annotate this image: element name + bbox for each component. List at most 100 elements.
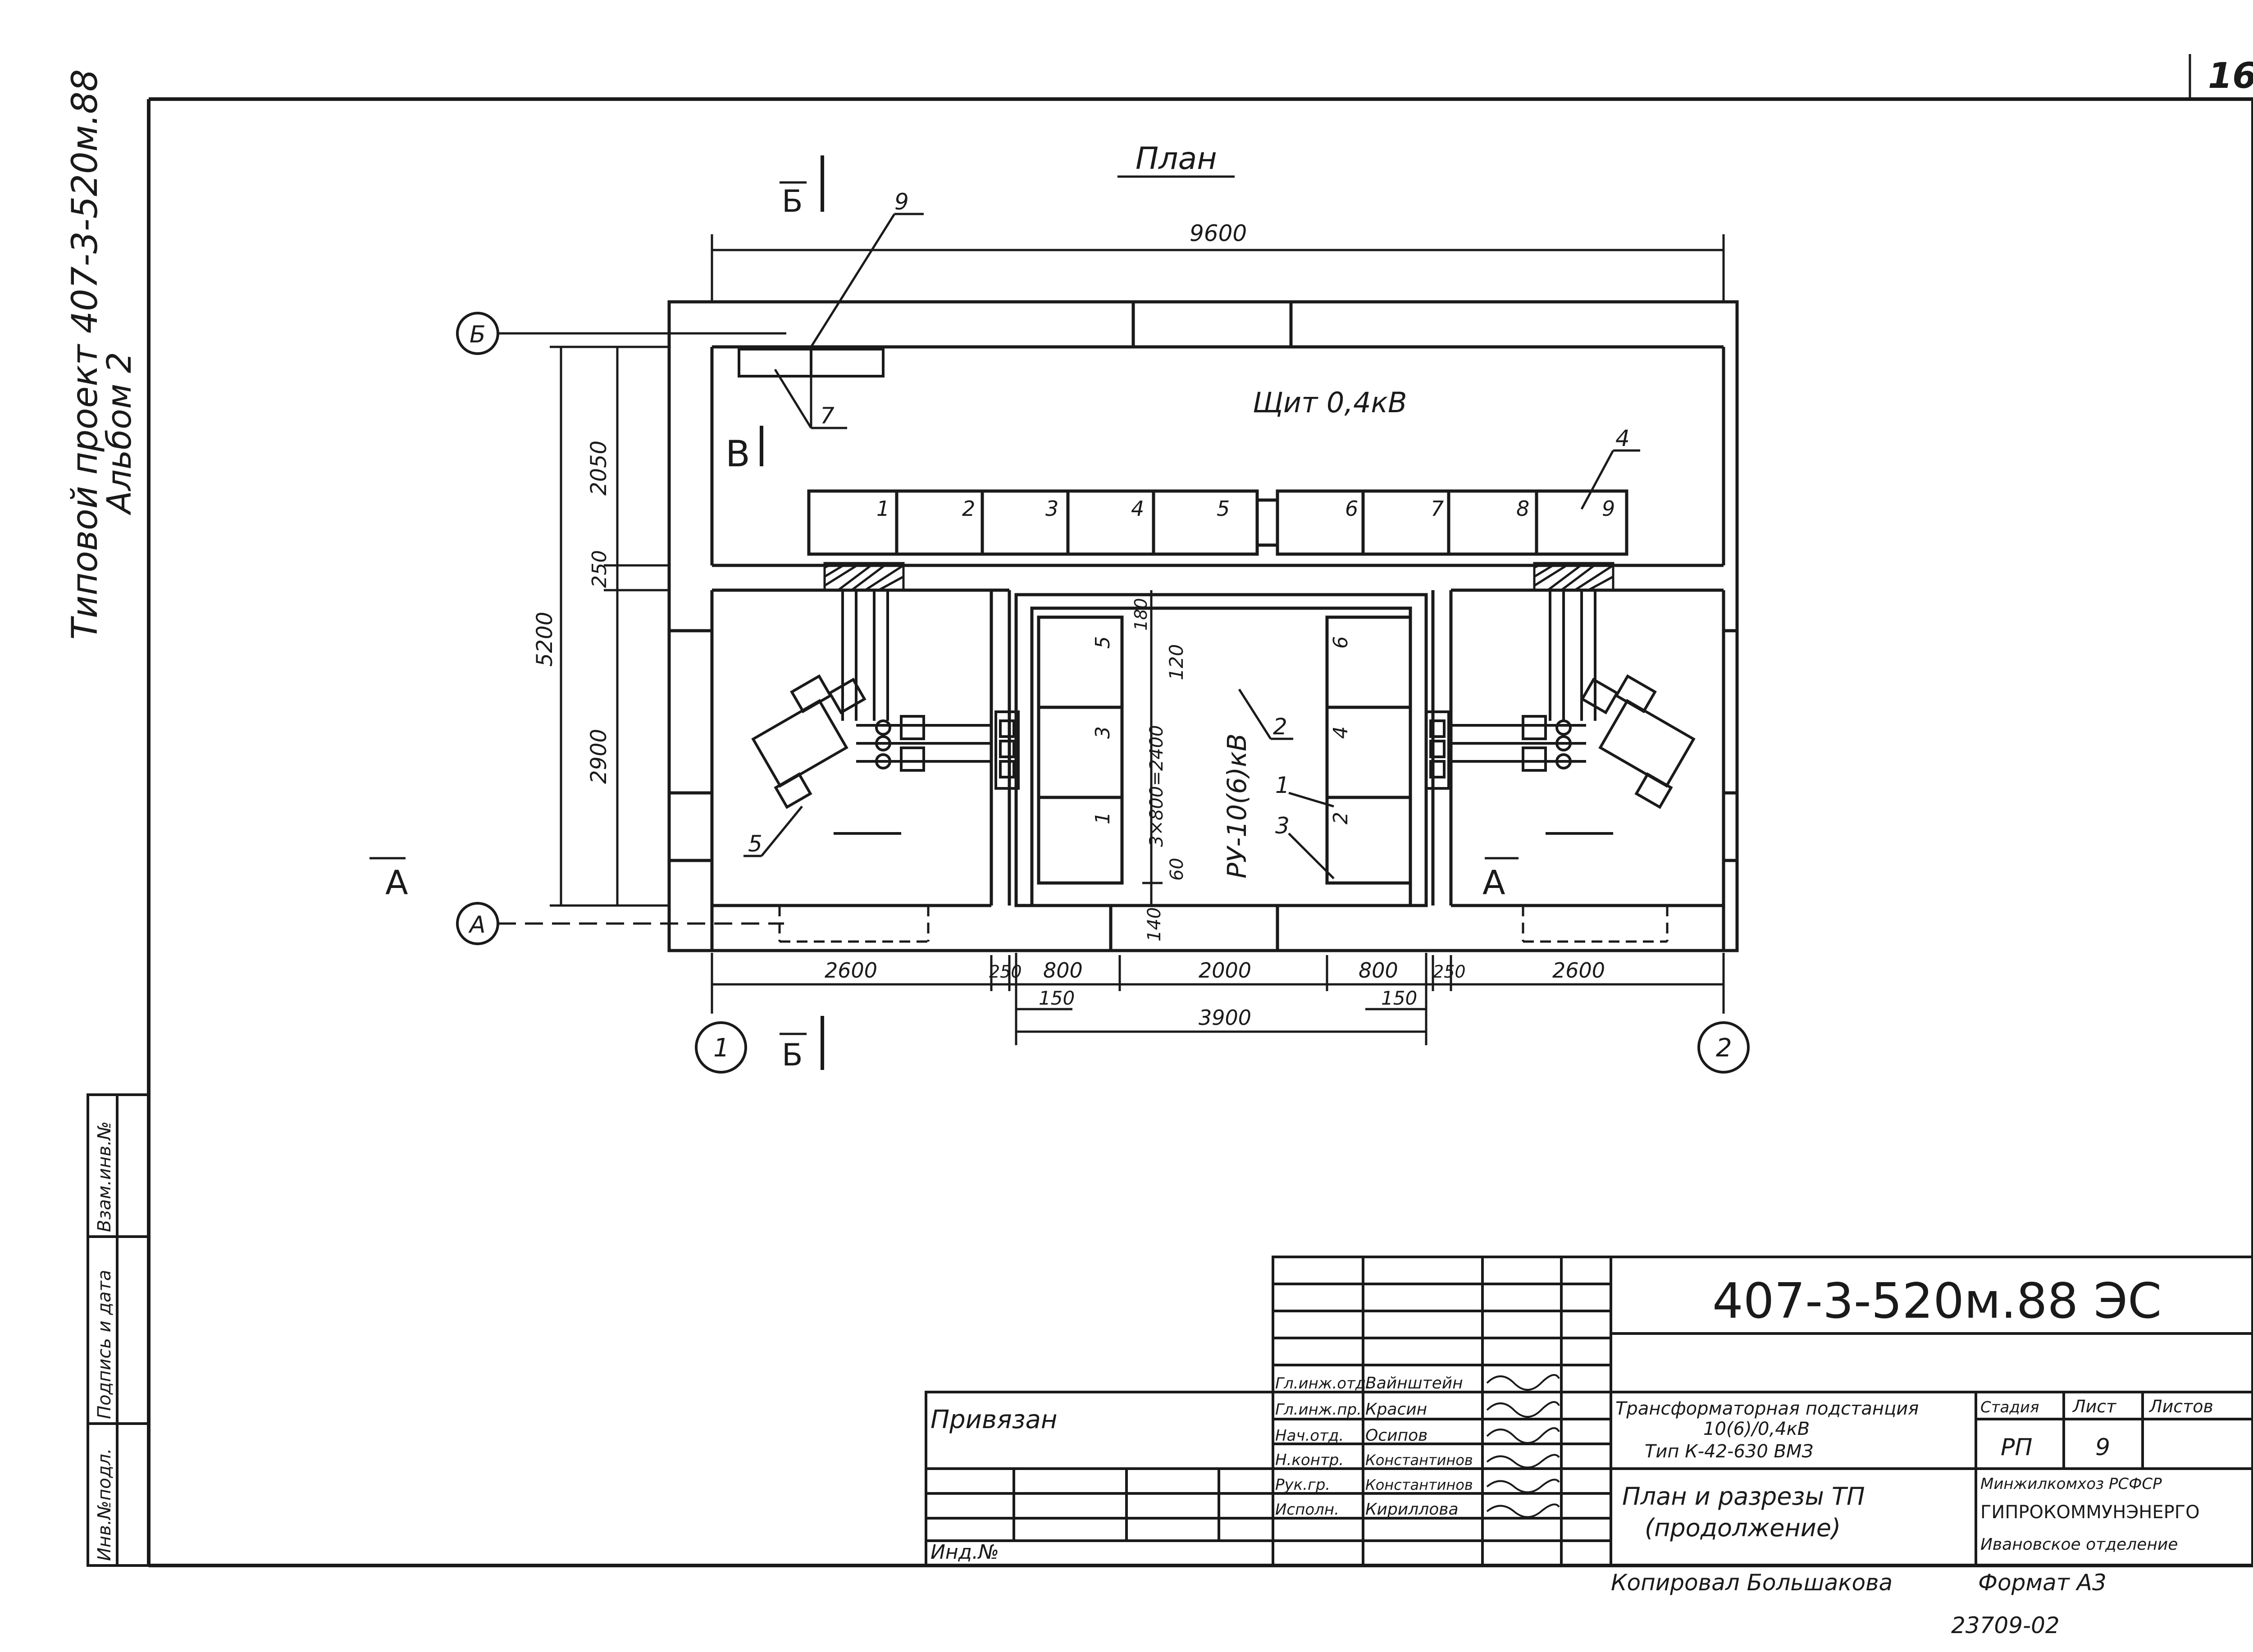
object-line2: 10(6)/0,4кВ [1703,1419,1810,1439]
object-line1: Трансформаторная подстанция [1615,1398,1919,1419]
panel-number-1: 1 [876,496,889,521]
role-head-dept: Нач.отд. [1275,1427,1344,1445]
copied-by: Копировал Большакова [1611,1570,1893,1596]
side-box-replace: Взам.инв.№ [94,1121,115,1232]
title-block-code: 407-3-520м.88 ЭС [1712,1273,2162,1329]
callout-2: 2 [1273,714,1287,740]
bushing-left [994,710,1020,790]
door-openings [778,906,1669,943]
object-line3: Тип К-42-630 ВМЗ [1645,1441,1813,1462]
section-b-top: Б [782,184,803,219]
sheet-title-line2: (продолжение) [1645,1514,1841,1542]
dim-150-left: 150 [1039,987,1075,1009]
ru-label: РУ-10(6)кВ [1222,733,1252,878]
dim-2000: 2000 [1199,958,1251,983]
dim-250-right: 250 [1433,962,1466,982]
ru-cell-number-6: 6 [1329,636,1352,649]
org-line2: ГИПРОКОММУНЭНЕРГО [1980,1502,2200,1523]
dim-250: 250 [588,550,611,588]
ru-cells-right [1325,615,1412,885]
sheet-header: Лист [2072,1397,2117,1416]
transformer-right [1451,590,1696,835]
dim-150-right: 150 [1381,987,1417,1009]
archive-number: 23709-02 [1951,1612,2060,1638]
dim-800-left: 800 [1043,958,1083,983]
transformer-left [751,590,991,835]
role-executor: Исполн. [1275,1501,1339,1519]
sheet-frame [147,54,2253,1567]
dim-2900: 2900 [586,729,611,784]
stage-header: Стадия [1980,1398,2039,1416]
sheet-number: 16 [2208,56,2253,96]
ru-cell-number-4: 4 [1329,726,1352,739]
panel-number-5: 5 [1217,496,1230,521]
axis-b-marker: Б [456,312,499,355]
axis-a-marker: А [456,902,499,945]
building-outline [667,300,1739,952]
axis-2-marker: 2 [1697,1021,1750,1074]
axis-a-label: А [468,911,486,938]
plan-title: План [1136,141,1217,177]
switchboard-panels [807,489,1628,556]
side-box-inv: Инв.№подл. [94,1448,115,1561]
axis-b-label: Б [470,321,486,348]
sheet-title-line1: План и разрезы ТП [1622,1482,1865,1511]
sheet-no-value: 9 [2095,1434,2110,1461]
dim-250-left: 250 [989,962,1022,982]
name-1: Вайнштейн [1365,1374,1463,1393]
dim-800-right: 800 [1359,958,1398,983]
panel-number-2: 2 [962,496,975,521]
name-2: Красин [1365,1400,1427,1419]
dim-120: 120 [1165,644,1187,680]
ru-cell-number-5: 5 [1091,636,1114,649]
dim-overall-width: 9600 [1190,220,1247,246]
panel-number-6: 6 [1345,496,1358,521]
panel-number-4: 4 [1131,496,1144,521]
bushing-right [1425,710,1450,790]
axis-2-label: 2 [1716,1033,1732,1063]
callout-3: 3 [1275,813,1290,839]
signatures [1486,1374,1560,1518]
section-marks [369,155,1519,1070]
title-block-grid [925,1256,2253,1567]
section-a-right: А [1482,864,1505,902]
ru-cells-left [1037,615,1124,885]
callout-4: 4 [1615,425,1630,451]
role-chief-dept: Гл.инж.отд. [1275,1374,1371,1393]
section-v: В [725,433,750,475]
section-a-left: А [385,864,408,902]
sheets-header: Листов [2148,1397,2213,1416]
dim-height-total: 5200 [532,612,557,667]
name-3: Осипов [1365,1426,1428,1445]
callout-9: 9 [894,189,909,215]
ru-cell-number-1: 1 [1091,812,1114,824]
ru-cell-number-2: 2 [1329,812,1352,824]
ru-cell-number-3: 3 [1091,726,1114,739]
org-line3: Ивановское отделение [1980,1535,2178,1554]
panel-number-8: 8 [1516,496,1529,521]
name-5: Константинов [1365,1476,1473,1493]
org-line1: Минжилкомхоз РСФСР [1980,1475,2162,1493]
callout-7: 7 [820,403,835,429]
dim-cells: 3×800=2400 [1146,725,1167,847]
dim-2050: 2050 [586,441,611,496]
dim-140: 140 [1144,907,1165,942]
callout-5: 5 [748,831,762,857]
side-stamp: Типовой проект 407-3-520м.88 Альбом 2 [65,69,139,640]
role-norm-control: Н.контр. [1275,1451,1344,1469]
dimension-lines [550,234,1725,1045]
side-stamp-line1: Типовой проект 407-3-520м.88 [65,69,105,640]
cable-passes [823,562,1614,592]
role-chief-project: Гл.инж.пр. [1275,1401,1362,1419]
dim-60: 60 [1167,858,1187,881]
role-group-lead: Рук.гр. [1275,1476,1330,1494]
room-label-switchboard: Щит 0,4кВ [1253,386,1407,419]
title-block-inv: Инд.№ [930,1541,999,1564]
format-label: Формат А3 [1978,1570,2107,1596]
dim-2600-right: 2600 [1552,958,1605,983]
callout-1: 1 [1275,772,1290,798]
panel-number-3: 3 [1045,496,1058,521]
name-4: Константинов [1365,1452,1473,1469]
axis-1-marker: 1 [695,1021,747,1074]
